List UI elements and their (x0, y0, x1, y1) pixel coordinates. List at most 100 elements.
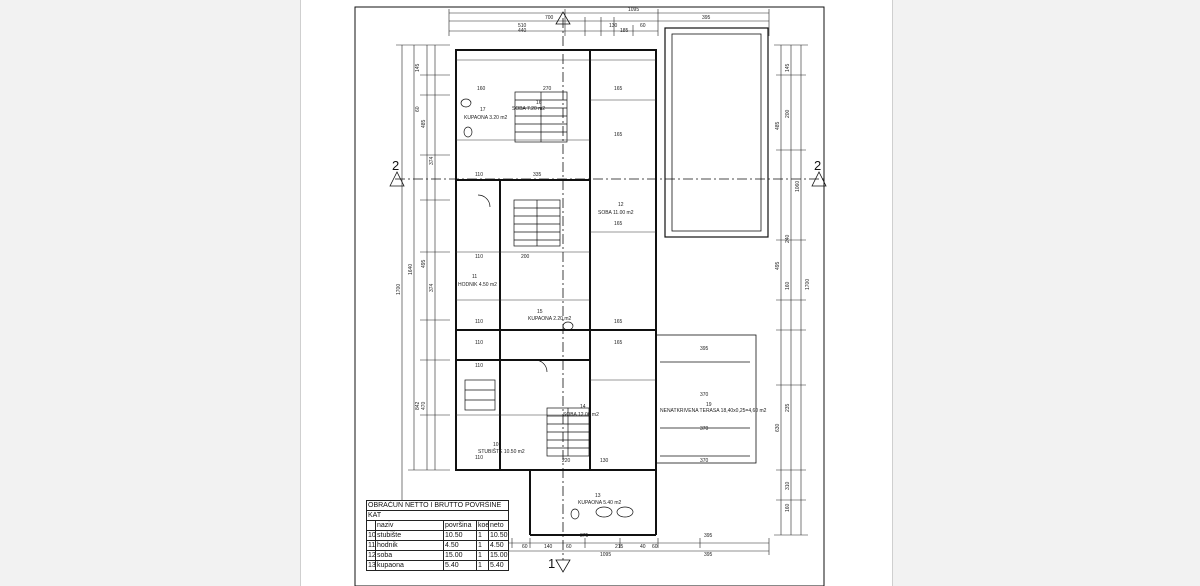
dim-top-seg: 60 (640, 23, 646, 29)
dim-right: 630 (775, 423, 781, 432)
table-header (367, 521, 375, 530)
room-number: 16 (536, 100, 542, 106)
room-number: 19 (706, 402, 712, 408)
inner-dim: 395 (700, 346, 709, 352)
table-cell: 10 (368, 532, 375, 539)
top-dimensions (448, 9, 770, 36)
dim-top-seg: 510 (518, 23, 527, 29)
table-cell: 11 (368, 542, 375, 549)
inner-dim: 130 (600, 458, 609, 464)
room-name: NENATKRIVENA TERASA 18,40x0,25=4,60 m2 (660, 408, 767, 414)
building-walls (455, 49, 657, 536)
room-number: 11 (472, 274, 477, 280)
table-row: 13 kupaona 5.40 1 5.40 (367, 560, 508, 570)
dim-right: 200 (785, 109, 791, 118)
dim-top-seg: 130 (609, 23, 618, 29)
table-row: 10 stubište 10.50 1 10.50 (367, 530, 508, 540)
inner-dim: 165 (614, 86, 623, 92)
pool (664, 27, 769, 238)
dim-bottom-seg: 60 (566, 544, 572, 550)
table-cell: kupaona (375, 561, 443, 570)
staircase-top (514, 91, 568, 143)
dim-right: 145 (785, 63, 791, 72)
dim-top-seg: 185 (620, 28, 629, 34)
dim-bottom-overall: 1095 (600, 552, 611, 558)
table-cell: 13 (368, 562, 375, 569)
room-name: STUBIŠTE 10.50 m2 (478, 448, 525, 455)
dim-left: 495 (421, 259, 427, 268)
table-cell: 4.50 (488, 541, 508, 550)
room-labels: 17 KUPAONA 3.20 m2 16 SOBA 7.20 m2 12 SO… (458, 100, 767, 506)
dim-bottom-seg: 140 (544, 544, 553, 550)
section-marker-bottom: 1 (548, 556, 555, 571)
table-header-row: naziv površina koef. neto (367, 520, 508, 530)
inner-dim: 270 (543, 86, 552, 92)
dim-left: 374 (429, 283, 435, 292)
table-row: 12 soba 15.00 1 15.00 (367, 550, 508, 560)
inner-dim: 110 (475, 363, 483, 369)
inner-dim: 110 (475, 254, 483, 260)
dim-right: 235 (785, 403, 791, 412)
table-header: naziv (375, 521, 443, 530)
dim-left: 1700 (396, 284, 402, 295)
dim-top-left: 700 (545, 15, 554, 21)
table-cell: 5.40 (488, 561, 508, 570)
section-line-1 (555, 11, 571, 573)
terrace (655, 334, 757, 464)
room-name: KUPAONA 5.40 m2 (578, 500, 621, 506)
dim-left: 485 (421, 119, 427, 128)
room-number: 17 (480, 107, 486, 113)
right-background (893, 0, 1200, 586)
section-marker-left: 2 (392, 158, 399, 173)
inner-dim: 110 (475, 319, 483, 325)
dim-left: 60 (415, 106, 421, 112)
room-name: SOBA 12.00 m2 (563, 412, 599, 418)
room-name: KUPAONA 2.20 m2 (528, 316, 571, 322)
table-cell: stubište (375, 531, 443, 540)
room-name: HODNIK 4.50 m2 (458, 282, 497, 288)
inner-dim: 370 (700, 426, 709, 432)
table-cell: 1 (476, 561, 488, 570)
dim-left: 374 (429, 156, 435, 165)
room-number: 13 (595, 493, 601, 499)
inner-dim: 165 (614, 132, 623, 138)
dim-right: 1060 (795, 181, 801, 192)
table-cell: 1 (476, 531, 488, 540)
interior-lines (456, 59, 656, 416)
inner-dim: 370 (700, 392, 709, 398)
table-cell: 15.00 (443, 551, 476, 560)
inner-dim: 220 (562, 458, 571, 464)
room-number: 10 (493, 442, 499, 448)
dim-bottom-seg: 395 (704, 533, 713, 539)
dim-top-overall: 1095 (628, 7, 639, 13)
section-marker-right: 2 (814, 158, 821, 173)
inner-dimension-labels: 160 270 165 165 165 165 110 335 110 110 … (475, 86, 709, 464)
inner-dim: 160 (477, 86, 486, 92)
dim-bottom-seg: 60 (652, 544, 658, 550)
dim-right: 310 (785, 481, 791, 490)
dim-right: 495 (775, 261, 781, 270)
dim-bottom-right: 395 (704, 552, 713, 558)
dim-right: 160 (785, 281, 791, 290)
inner-dim: 165 (614, 221, 623, 227)
table-cell: soba (375, 551, 443, 560)
table-cell: 4.50 (443, 541, 476, 550)
right-dimensions (774, 44, 808, 536)
dim-left: 1640 (408, 264, 414, 275)
drawing-sheet (300, 0, 893, 586)
table-floor-row: KAT (367, 510, 508, 520)
dim-right: 240 (785, 234, 791, 243)
table-cell: 10.50 (488, 531, 508, 540)
inner-dim: 165 (614, 340, 623, 346)
dim-left: 842 (415, 401, 421, 410)
dim-bottom-seg: 40 (640, 544, 646, 550)
room-name: SOBA 11.00 m2 (598, 210, 634, 216)
table-cell: 10.50 (443, 531, 476, 540)
dim-top-seg: 440 (518, 28, 527, 34)
room-number: 14 (580, 404, 586, 410)
left-dimensions (396, 44, 450, 536)
room-number: 15 (537, 309, 543, 315)
dim-right: 485 (775, 121, 781, 130)
staircase-bottom (464, 379, 590, 457)
